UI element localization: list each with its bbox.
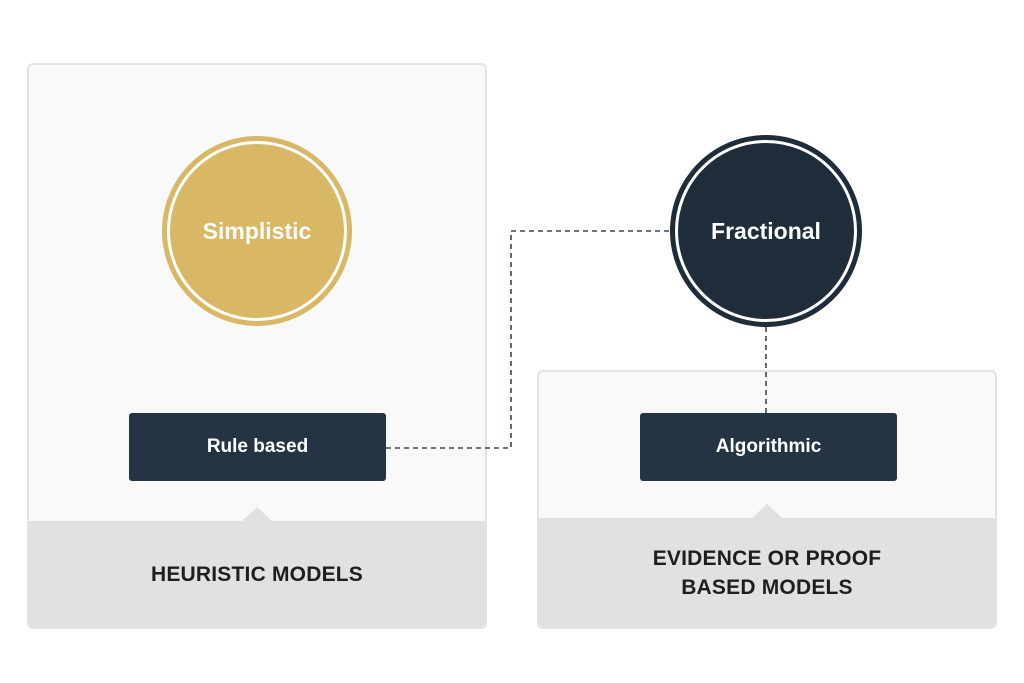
circle-ring [167,141,347,321]
circle-ring [675,140,857,322]
heuristic-models-title: HEURISTIC MODELS [150,562,364,586]
rule-based-label: Rule based [206,436,309,457]
simplistic-label: Simplistic [202,217,312,244]
fractional-node: Fractional [670,135,862,327]
footer-notch [752,504,782,518]
footer-notch [242,507,272,521]
evidence-models-title-line1: EVIDENCE OR PROOF [652,546,882,570]
algorithmic-node: Algorithmic [640,413,897,481]
heuristic-models-footer: HEURISTIC MODELS [29,507,485,627]
evidence-models-title-line2: BASED MODELS [681,575,853,599]
fractional-label: Fractional [711,217,821,244]
evidence-models-title: EVIDENCE OR PROOF BASED MODELS [653,544,882,602]
rule-based-node: Rule based [129,413,386,481]
evidence-models-footer: EVIDENCE OR PROOF BASED MODELS [539,504,995,627]
algorithmic-label: Algorithmic [715,436,822,457]
simplistic-node: Simplistic [162,136,352,326]
evidence-models-panel: EVIDENCE OR PROOF BASED MODELS [537,370,997,629]
